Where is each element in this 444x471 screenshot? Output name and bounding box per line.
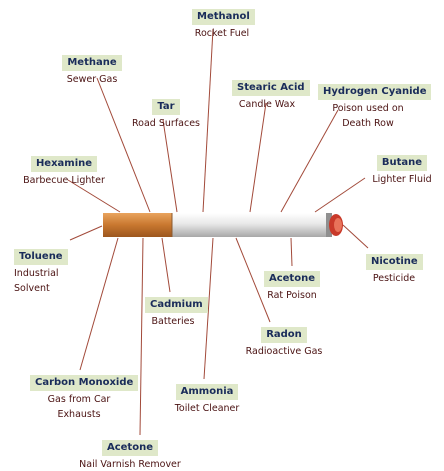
chemical-name: Methane bbox=[62, 55, 122, 71]
chemical-use: Road Surfaces bbox=[132, 118, 200, 129]
chemical-name: Hydrogen Cyanide bbox=[318, 84, 432, 100]
chemical-use: Batteries bbox=[151, 316, 195, 327]
connector-radon bbox=[235, 237, 271, 323]
chemical-use: Toilet Cleaner bbox=[174, 403, 240, 414]
chemical-name: Butane bbox=[376, 155, 428, 171]
chemical-use: Solvent bbox=[14, 283, 50, 294]
chemical-name: Nicotine bbox=[366, 254, 423, 270]
chemical-name: Carbon Monoxide bbox=[30, 375, 139, 391]
connector-ammonia bbox=[203, 237, 214, 380]
cigarette-filter bbox=[103, 213, 172, 237]
chemical-use: Nail Varnish Remover bbox=[79, 459, 181, 470]
connector-hydrogen-cyanide bbox=[280, 109, 339, 213]
chemical-name: Radon bbox=[261, 327, 307, 343]
chemical-name: Ammonia bbox=[175, 384, 239, 400]
connector-toluene bbox=[69, 225, 103, 241]
connector-nicotine bbox=[342, 224, 369, 249]
chemical-use: Gas from Car bbox=[47, 394, 111, 405]
chemical-name: Hexamine bbox=[30, 156, 98, 172]
chemical-use: Radioactive Gas bbox=[245, 346, 323, 357]
chemical-name: Acetone bbox=[101, 440, 158, 456]
chemical-use: Poison used on bbox=[332, 103, 404, 114]
chemical-name: Stearic Acid bbox=[232, 80, 310, 96]
chemical-use: Exhausts bbox=[57, 409, 101, 420]
chemical-use: Rat Poison bbox=[267, 290, 317, 301]
connector-butane bbox=[314, 177, 366, 213]
cigarette-paper bbox=[172, 213, 326, 237]
connector-cadmium bbox=[161, 237, 171, 293]
chemical-use: Rocket Fuel bbox=[194, 28, 250, 39]
connector-stearic-acid bbox=[249, 102, 267, 213]
connector-lines bbox=[67, 28, 369, 436]
chemical-use: Lighter Fluid bbox=[372, 174, 432, 185]
connector-acetone-bottom bbox=[139, 237, 144, 436]
chemical-use: Death Row bbox=[342, 118, 394, 129]
chemical-use: Pesticide bbox=[372, 273, 416, 284]
cigarette bbox=[103, 213, 343, 237]
connector-acetone-right bbox=[290, 237, 293, 267]
chemical-name: Acetone bbox=[263, 271, 320, 287]
chemical-use: Candle Wax bbox=[238, 99, 296, 110]
ember-glow bbox=[334, 218, 342, 232]
connector-methanol bbox=[202, 28, 214, 213]
connector-methane bbox=[96, 77, 151, 213]
chemical-use: Barbecue Lighter bbox=[23, 175, 105, 186]
chemical-use: Sewer Gas bbox=[66, 74, 118, 85]
connector-carbon-monoxide bbox=[79, 237, 119, 371]
connector-tar bbox=[162, 119, 178, 213]
connector-hexamine bbox=[67, 179, 121, 213]
chemical-use: Industrial bbox=[14, 268, 59, 279]
chemical-name: Tar bbox=[152, 99, 180, 115]
chemical-name: Methanol bbox=[192, 9, 255, 25]
chemical-name: Cadmium bbox=[145, 297, 208, 313]
chemical-name: Toluene bbox=[14, 249, 68, 265]
